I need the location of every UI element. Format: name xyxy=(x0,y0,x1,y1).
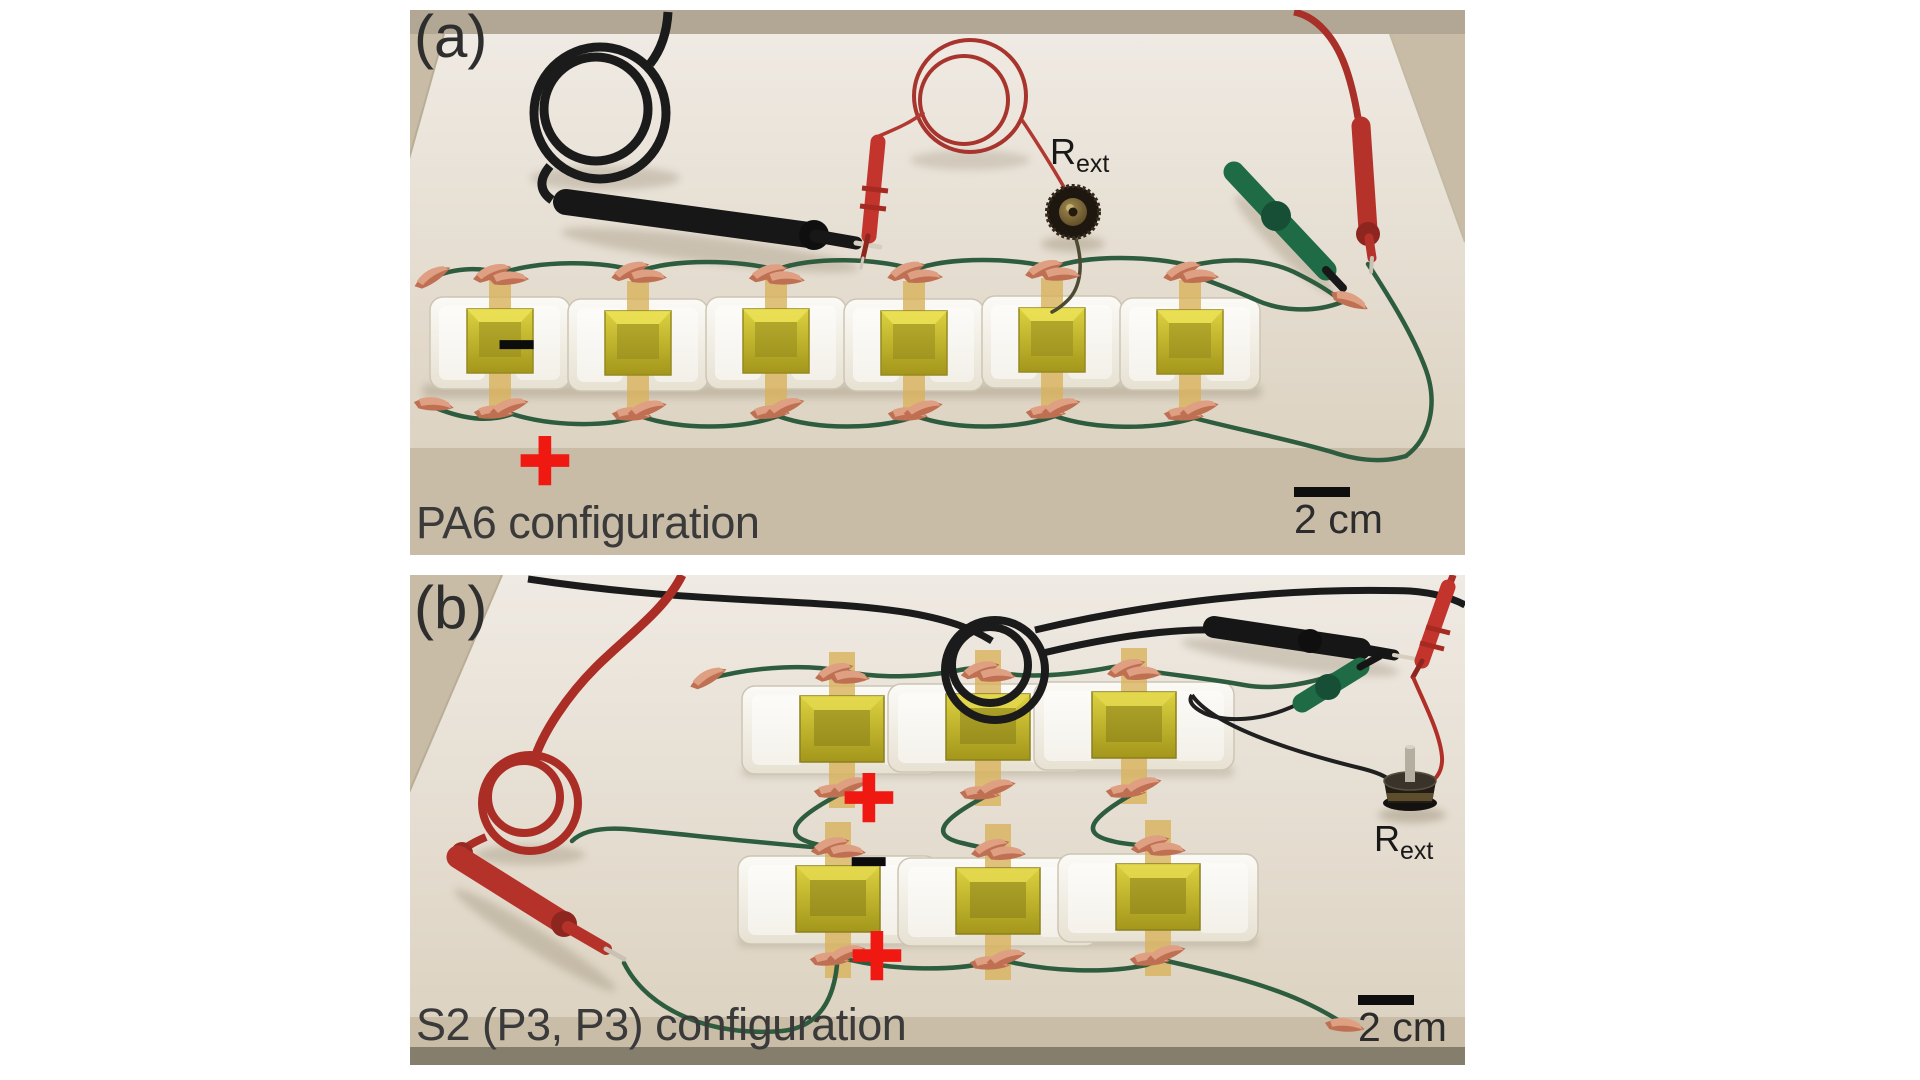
panel-a-label: (a) xyxy=(414,10,488,70)
green-minigrabber-probe-b xyxy=(1188,652,1389,780)
positive-terminal-mark-b-upper: + xyxy=(841,746,897,848)
scale-bar-a: 2 cm xyxy=(1294,487,1383,540)
two-panel-experiment-figure: (a) Rext − + PA6 configuration 2 cm xyxy=(410,10,1465,1065)
black-probe-b xyxy=(1203,616,1418,661)
energy-harvester-device xyxy=(843,280,985,410)
panel-b-label: (b) xyxy=(414,575,488,641)
red-wire-coil-a xyxy=(878,38,1071,197)
red-cable-probe-b xyxy=(446,575,687,962)
scale-bar-label-b: 2 cm xyxy=(1358,1004,1447,1050)
scale-bar-line-b xyxy=(1358,995,1414,1005)
scale-bar-line-a xyxy=(1294,487,1350,497)
external-resistor-label-b: Rext xyxy=(1374,821,1433,864)
resistor-subscript: ext xyxy=(1400,837,1434,866)
positive-terminal-mark-b-lower: + xyxy=(849,904,905,1006)
black-probe-a xyxy=(553,189,883,250)
external-resistor-a xyxy=(1045,184,1101,240)
panel-b-photo: (b) Rext + − + S2 (P3, P3) configuration… xyxy=(410,575,1465,1065)
resistor-symbol: R xyxy=(1374,818,1400,859)
black-cable-coil-a xyxy=(529,11,673,204)
photo-background-a xyxy=(410,10,1465,555)
resistor-symbol: R xyxy=(1050,131,1076,172)
green-minigrabber-probe-a xyxy=(1223,161,1371,317)
resistor-subscript: ext xyxy=(1076,150,1110,179)
panel-a-photo: (a) Rext − + PA6 configuration 2 cm xyxy=(410,10,1465,555)
negative-terminal-mark-b: − xyxy=(849,825,888,897)
red-test-probe-a xyxy=(1293,10,1380,274)
energy-harvester-device xyxy=(705,278,847,408)
panel-a-scene xyxy=(410,10,1465,555)
negative-terminal-mark-a: − xyxy=(497,308,536,380)
external-resistor-label-a: Rext xyxy=(1050,134,1109,177)
red-minigrabber-probe-a xyxy=(859,134,889,270)
energy-harvester-device xyxy=(1119,279,1261,409)
panel-b-caption: S2 (P3, P3) configuration xyxy=(416,999,907,1050)
energy-harvester-device xyxy=(567,280,709,410)
scale-bar-label-a: 2 cm xyxy=(1294,496,1383,542)
panel-a-caption: PA6 configuration xyxy=(416,497,760,548)
positive-terminal-mark-a: + xyxy=(517,409,573,511)
table-edge xyxy=(410,1047,1465,1065)
panel-b-scene xyxy=(410,575,1465,1065)
energy-harvester-device xyxy=(981,277,1123,407)
scale-bar-b: 2 cm xyxy=(1358,995,1447,1048)
